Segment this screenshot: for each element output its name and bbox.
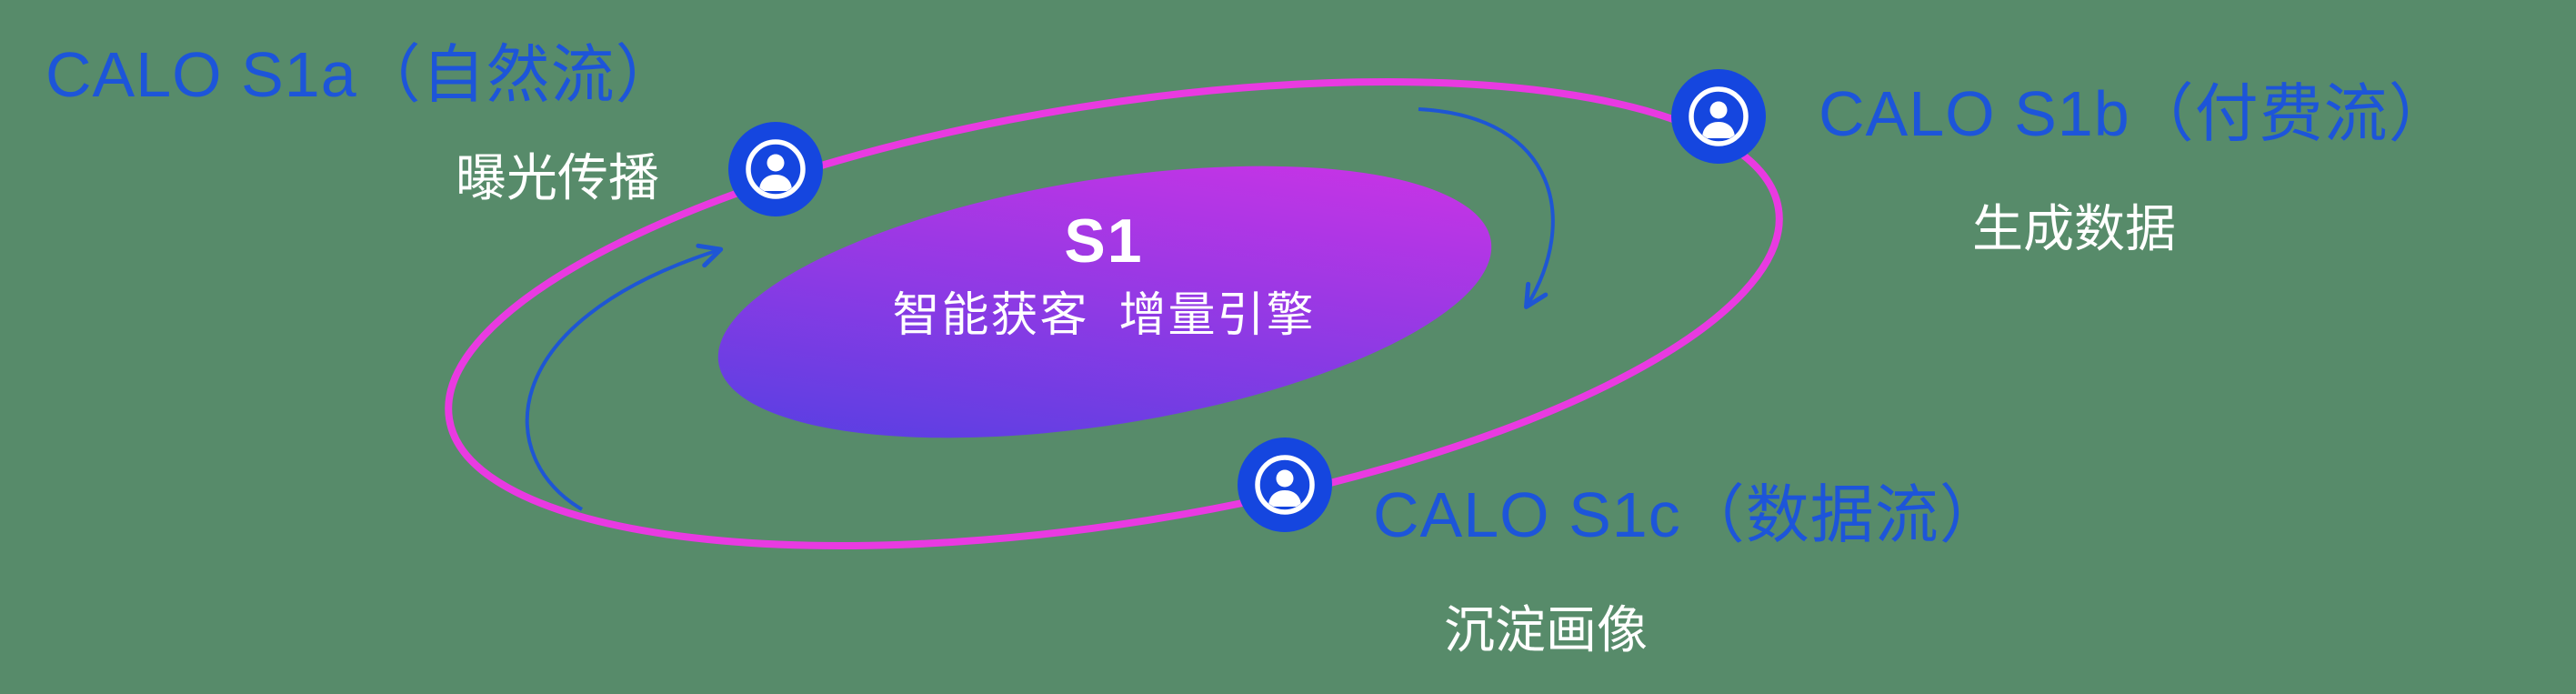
core-subtitle: 智能获客 增量引擎 xyxy=(892,289,1316,342)
node-title-s1c: CALO S1c（数据流） xyxy=(1373,479,2004,550)
node-title-s1b: CALO S1b（付费流） xyxy=(1819,78,2453,149)
user-icon xyxy=(728,122,823,216)
flow-arrow-left xyxy=(525,243,724,511)
node-subtitle-s1c: 沉淀画像 xyxy=(1444,601,1648,659)
user-icon xyxy=(1238,438,1332,532)
core-title: S1 xyxy=(1064,206,1144,276)
node-subtitle-s1a: 曝光传播 xyxy=(456,149,659,206)
orbit-ring xyxy=(445,78,1783,549)
flow-arrow-right xyxy=(1418,107,1555,309)
user-icon xyxy=(1671,69,1766,164)
core-ellipse xyxy=(717,166,1492,438)
node-title-s1a: CALO S1a（自然流） xyxy=(45,39,680,110)
node-subtitle-s1b: 生成数据 xyxy=(1972,200,2176,257)
